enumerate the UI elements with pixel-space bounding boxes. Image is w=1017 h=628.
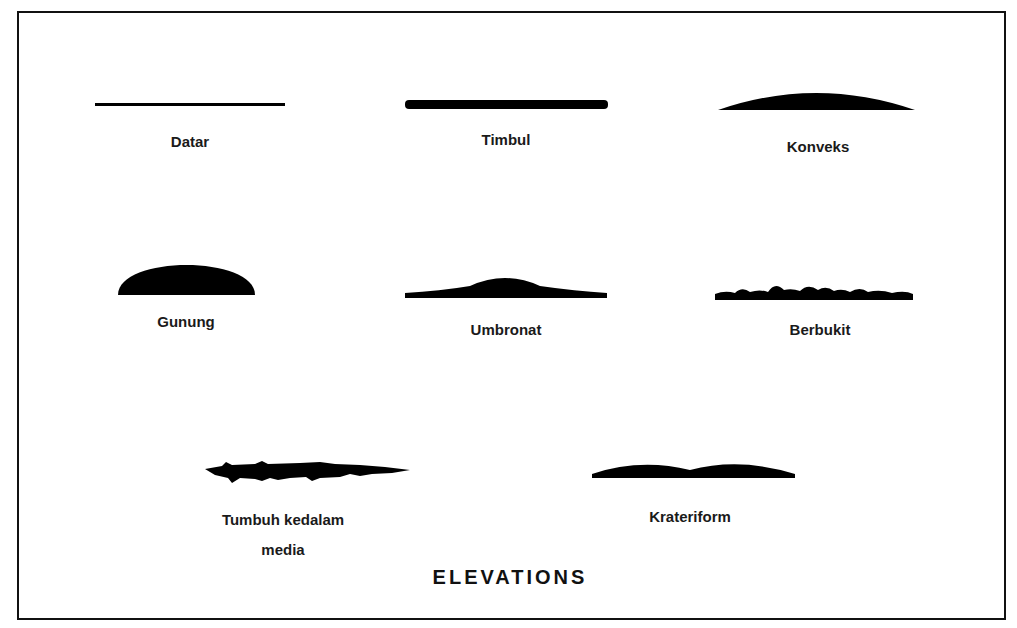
diagram-caption: ELEVATIONS <box>433 566 588 589</box>
elevation-label: Krateriform <box>649 508 731 525</box>
elevation-label: Tumbuh kedalam media <box>208 505 358 565</box>
raised-shape <box>405 100 608 109</box>
elevation-label: Datar <box>171 133 209 150</box>
umbonate-shape <box>405 278 607 298</box>
convex-shape <box>718 93 915 110</box>
elevation-label: Timbul <box>482 131 531 148</box>
elevation-label: Gunung <box>157 313 214 330</box>
flat-shape <box>95 103 285 106</box>
hilly-shape <box>715 286 913 300</box>
elevation-label: Umbronat <box>471 321 542 338</box>
elevation-label: Berbukit <box>790 321 851 338</box>
elevation-label: Konveks <box>787 138 850 155</box>
infiltrative-shape <box>205 461 410 483</box>
frame-border <box>18 12 1005 619</box>
pulvinate-shape <box>118 265 255 295</box>
crateriform-shape <box>592 464 795 478</box>
